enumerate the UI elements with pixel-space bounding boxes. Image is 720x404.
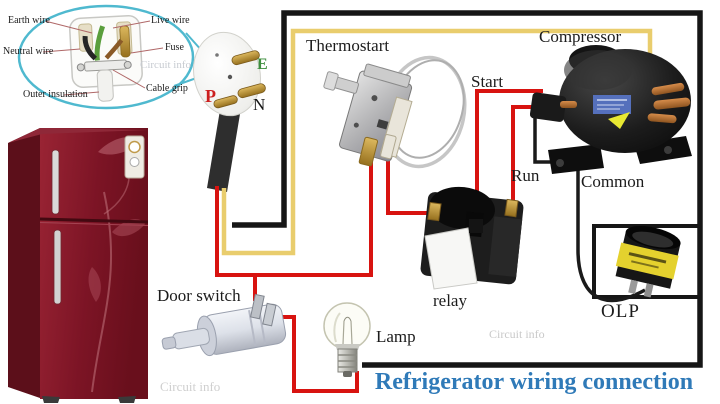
watermark-center: Circuit info — [489, 327, 545, 341]
relay-terminal — [504, 198, 519, 218]
run-wire — [511, 105, 546, 209]
thermostat-to-relay-wire — [386, 155, 435, 215]
watermark-inset: Circuit info — [140, 59, 192, 71]
outer-insulation-label: Outer insulation — [23, 89, 88, 100]
olp-frame — [592, 224, 702, 299]
start-wire — [475, 89, 543, 227]
relay-label: relay — [433, 291, 467, 310]
earth-wire-label: Earth wire — [8, 15, 50, 26]
power-plug-photo — [193, 31, 266, 192]
relay-photo — [420, 186, 524, 290]
arrow-sticker — [608, 112, 630, 129]
plug-cable — [207, 104, 241, 192]
start-label: Start — [471, 72, 504, 91]
outer-insulation-cable — [96, 69, 114, 102]
plug-pin-n-label: N — [253, 95, 266, 114]
compressor-pipes — [647, 82, 691, 124]
relay-front-face — [424, 227, 478, 290]
compressor-photo — [529, 45, 692, 174]
compressor-pin-cluster — [529, 92, 567, 122]
watermark-left: Circuit info — [160, 379, 221, 394]
door-switch-to-lamp-wire — [268, 315, 359, 393]
refrigerator-photo — [8, 128, 149, 403]
thermostat-label: Thermostart — [306, 36, 390, 55]
door-switch-terminal — [249, 293, 265, 320]
plug-pin-e-label: E — [257, 56, 268, 73]
thermostat-photo — [323, 55, 467, 169]
cable-grip-bar — [84, 59, 128, 72]
fuse-label: Fuse — [165, 42, 184, 53]
lamp-photo — [323, 302, 371, 377]
plug-to-thermostat-wire — [215, 157, 373, 277]
earth-wire-green — [94, 25, 106, 61]
run-label: Run — [511, 166, 540, 185]
relay-terminal — [469, 219, 483, 233]
live-wire-brown — [104, 38, 124, 60]
earth-wire — [221, 28, 653, 256]
page-title: Refrigerator wiring connection — [374, 369, 694, 395]
neutral-wire-black — [82, 35, 98, 61]
compressor-label: Compressor — [539, 27, 622, 46]
plug-pin-p-label: P — [205, 86, 216, 106]
olp-label: OLP — [601, 301, 640, 322]
door-switch-photo — [161, 293, 287, 357]
plug-internals-diagram — [69, 15, 143, 102]
live-wire-label: Live wire — [151, 15, 190, 26]
relay-terminal — [427, 201, 442, 222]
thermostat-terminal — [380, 134, 397, 160]
door-switch-terminal — [262, 302, 277, 327]
thermostat-terminal — [358, 136, 379, 167]
cable-grip-label: Cable grip — [146, 83, 188, 94]
neutral-wire — [232, 10, 703, 368]
live-wires — [215, 89, 546, 393]
inset-leader-lines — [42, 20, 164, 96]
plug-pins — [213, 50, 266, 109]
common-label: Common — [581, 172, 645, 191]
door-switch-label: Door switch — [157, 286, 241, 305]
lamp-label: Lamp — [376, 327, 416, 346]
neutral-wire-label: Neutral wire — [3, 46, 54, 57]
olp-label-band — [615, 242, 679, 280]
olp-photo — [615, 225, 681, 298]
